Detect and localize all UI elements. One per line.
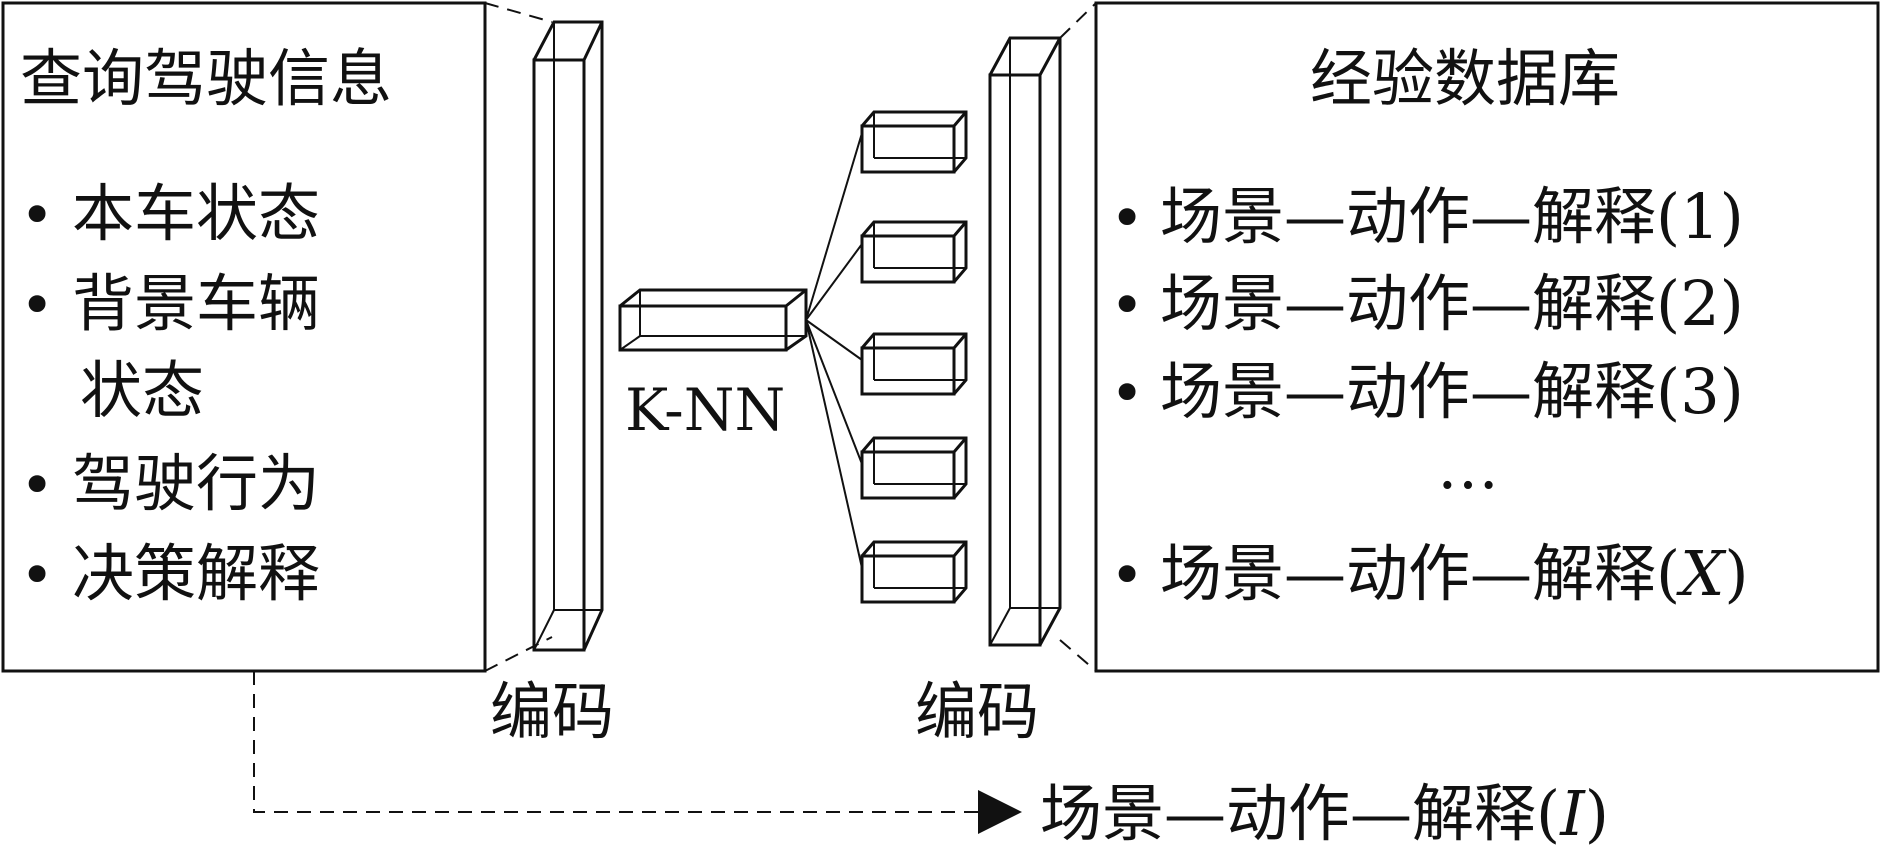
query-encoder-connector (484, 2, 553, 672)
output-result-text: 场景—动作—解释 (1040, 777, 1536, 850)
query-item-decision-explanation: 决策解释 (72, 537, 320, 610)
database-item-text: 场景—动作—解释 (1160, 267, 1656, 340)
database-item: • 场景—动作—解释(1) (1110, 180, 1744, 253)
database-item: • 场景—动作—解释(2) (1110, 267, 1744, 340)
output-result: 场景—动作—解释(I) (1040, 777, 1609, 850)
output-dashed-arrow (253, 671, 1019, 817)
database-item-text: 场景—动作—解释 (1160, 355, 1656, 428)
experience-database-box: 经验数据库 • 场景—动作—解释(1) • 场景—动作—解释(2) • 场景—动… (1094, 1, 1880, 673)
query-item-bullet: • (20, 451, 54, 519)
output-result-index: I (1559, 777, 1586, 850)
database-item-paren-close: ) (1720, 180, 1744, 253)
svg-text:场景—动作—解释(2): 场景—动作—解释(2) (1160, 267, 1744, 340)
database-item-paren-open: ( (1656, 267, 1680, 340)
database-item-text: 场景—动作—解释 (1160, 537, 1656, 610)
database-item-bullet: • (1110, 541, 1144, 609)
output-result-paren-close: ) (1585, 777, 1609, 850)
encoder-left-prism (532, 20, 604, 652)
output-arrowhead (978, 790, 1022, 834)
query-item-bullet: • (20, 181, 54, 249)
query-item-background-vehicle-cont: 状态 (80, 354, 204, 427)
database-item-bullet: • (1110, 271, 1144, 339)
query-item-ego-state: 本车状态 (72, 177, 320, 250)
knn-candidate-box (860, 110, 968, 174)
query-item-background-vehicle: 背景车辆 (72, 267, 320, 340)
output-result-paren-open: ( (1536, 777, 1560, 850)
database-item-paren-open: ( (1656, 180, 1680, 253)
database-item-index: 1 (1680, 180, 1719, 253)
database-item-bullet: • (1110, 184, 1144, 252)
svg-text:场景—动作—解释(1): 场景—动作—解释(1) (1160, 180, 1744, 253)
knn-candidate-box (860, 540, 968, 604)
database-item-index: 3 (1680, 355, 1719, 428)
query-info-box: 查询驾驶信息 • 本车状态 • 背景车辆 状态 • 驾驶行为 • 决策解释 (1, 1, 487, 673)
database-item-paren-close: ) (1724, 537, 1748, 610)
database-item-paren-open: ( (1656, 355, 1680, 428)
query-item-driving-behavior: 驾驶行为 (72, 447, 320, 520)
query-item-bullet: • (20, 541, 54, 609)
query-box-title: 查询驾驶信息 (20, 42, 392, 115)
encoder-right-label: 编码 (915, 675, 1039, 748)
knn-fanout-lines (805, 132, 863, 569)
database-item-text: 场景—动作—解释 (1160, 180, 1656, 253)
database-item-index: X (1676, 537, 1727, 610)
knn-candidate-box (860, 436, 968, 500)
query-item-bullet: • (20, 271, 54, 339)
encoder-database-connector (1059, 2, 1097, 672)
svg-text:场景—动作—解释(X): 场景—动作—解释(X) (1160, 537, 1749, 610)
database-item-paren-close: ) (1720, 355, 1744, 428)
encoder-right-prism (988, 36, 1062, 647)
database-box-title: 经验数据库 (1310, 42, 1620, 115)
knn-label: K-NN (625, 376, 785, 444)
knn-prism (618, 288, 808, 352)
database-item: • 场景—动作—解释(X) (1110, 537, 1749, 610)
database-item-paren-open: ( (1656, 537, 1680, 610)
svg-text:场景—动作—解释(3): 场景—动作—解释(3) (1160, 355, 1744, 428)
knn-candidate-box (860, 220, 968, 284)
knn-candidate-box (860, 332, 968, 396)
database-ellipsis: … (1437, 430, 1499, 503)
encoder-left-label: 编码 (490, 675, 614, 748)
database-item-paren-close: ) (1720, 267, 1744, 340)
query-item-list: • 本车状态 • 背景车辆 状态 • 驾驶行为 • 决策解释 (20, 177, 320, 610)
database-item: • 场景—动作—解释(3) (1110, 355, 1744, 428)
database-item-index: 2 (1680, 267, 1719, 340)
database-item-bullet: • (1110, 359, 1144, 427)
